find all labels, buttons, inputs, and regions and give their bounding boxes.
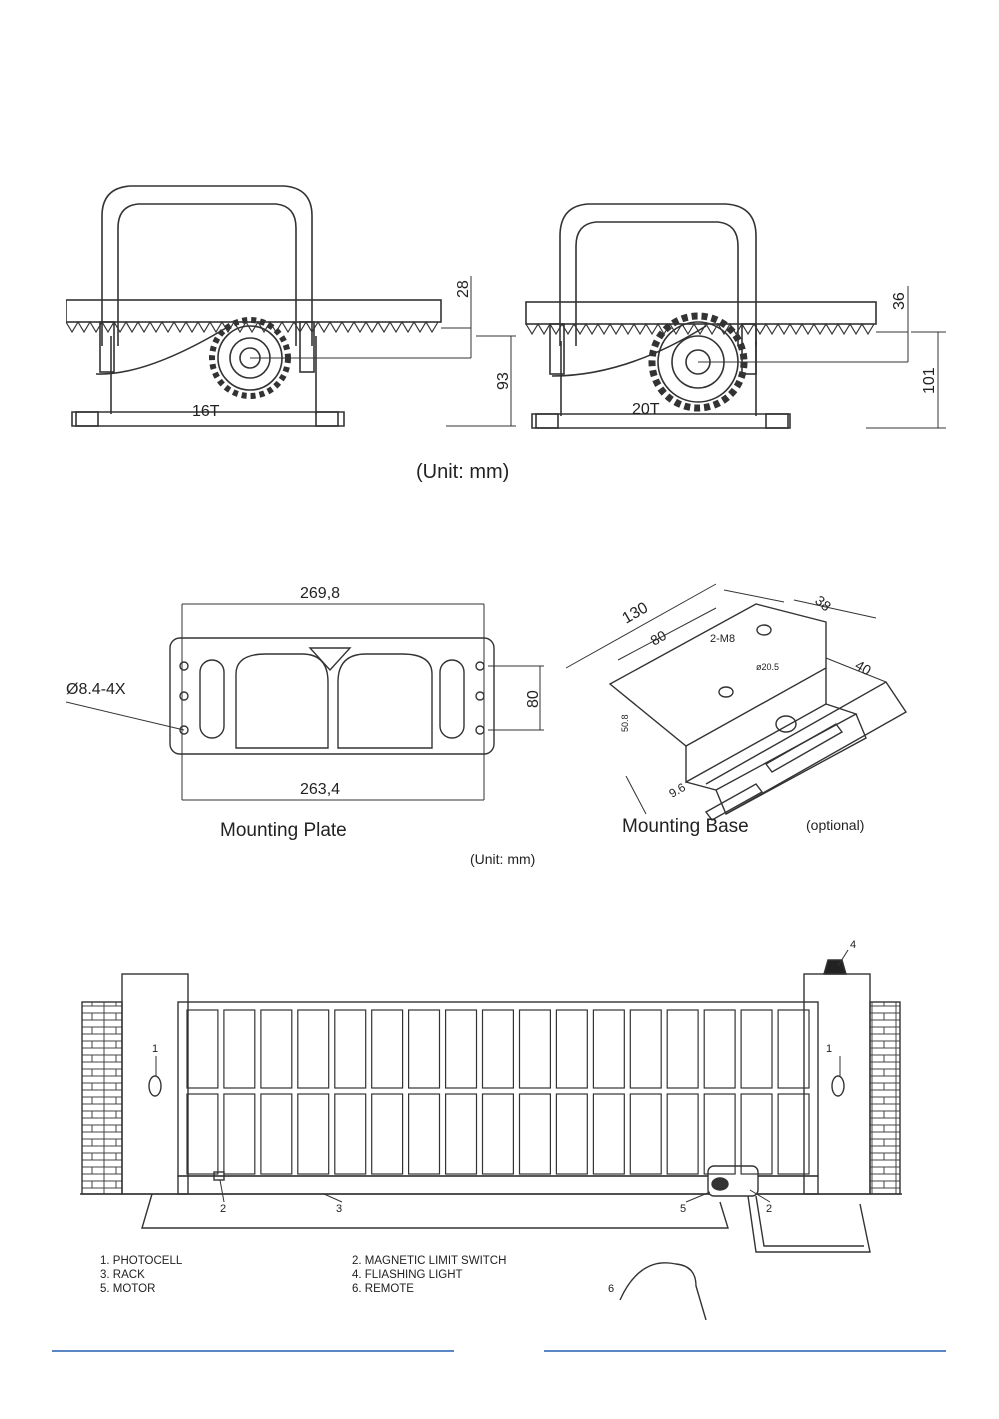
gate-panel <box>520 1094 551 1174</box>
callout-motor: 5 <box>680 1203 686 1215</box>
motor-dimension-panel: 16T 28 93 20T 36 101 (Unit: mm) <box>66 176 946 490</box>
legend-item-3: 3. RACK <box>100 1269 145 1281</box>
gate-panel <box>630 1010 661 1088</box>
gate-panel <box>520 1010 551 1088</box>
plate-holes-label: Ø8.4-4X <box>66 681 126 698</box>
plate-hole-spacing: 80 <box>525 690 542 708</box>
remote-hand-icon <box>620 1263 706 1320</box>
mounting-drawing: 269,8 263,4 80 Ø8.4-4X Mounting Plate 13… <box>66 564 916 874</box>
gate-panel <box>667 1094 698 1174</box>
gate-panel <box>335 1094 366 1174</box>
gate-panel <box>298 1094 329 1174</box>
total-height-93: 93 <box>495 372 512 390</box>
gate-panel <box>261 1094 292 1174</box>
base-width-side: 40 <box>853 657 875 679</box>
legend-item-2: 2. MAGNETIC LIMIT SWITCH <box>352 1255 506 1267</box>
unit-label-1: (Unit: mm) <box>416 461 509 483</box>
photocell-right-icon <box>832 1076 844 1096</box>
total-height-101: 101 <box>921 367 938 394</box>
gate-panel <box>556 1010 587 1088</box>
plate-width-bottom: 263,4 <box>300 781 340 798</box>
flashing-light-icon <box>824 960 846 974</box>
gate-panel <box>741 1094 772 1174</box>
gate-panel <box>593 1094 624 1174</box>
callout-photocell-left: 1 <box>152 1043 158 1055</box>
legend-item-1: 1. PHOTOCELL <box>100 1255 183 1267</box>
callout-rack: 3 <box>336 1203 342 1215</box>
gate-panel <box>446 1094 477 1174</box>
base-hole-dia: ø20.5 <box>756 662 779 672</box>
gate-panels <box>187 1010 809 1174</box>
gate-panel <box>372 1010 403 1088</box>
gate-panel <box>187 1010 218 1088</box>
photocell-left-icon <box>149 1076 161 1096</box>
footer-line-right <box>544 1350 946 1352</box>
legend-item-4: 4. FLIASHING LIGHT <box>352 1269 463 1281</box>
gate-panel <box>483 1094 514 1174</box>
mounting-plate-drawing <box>66 604 544 800</box>
gate-panel <box>630 1094 661 1174</box>
gate-panel <box>187 1094 218 1174</box>
gate-panel <box>409 1010 440 1088</box>
installation-drawing: 4 1 1 2 3 5 2 6 1. PHOTOCELL 2. MAGNETIC… <box>80 936 902 1320</box>
gate-frame <box>178 1002 818 1176</box>
rack-height-28: 28 <box>455 280 472 298</box>
legend-item-5: 5. MOTOR <box>100 1283 155 1295</box>
footer-line-left <box>52 1350 454 1352</box>
gate-panel <box>224 1010 255 1088</box>
mounting-base-drawing <box>566 584 906 820</box>
gate-panel <box>593 1010 624 1088</box>
installation-panel: 4 1 1 2 3 5 2 6 1. PHOTOCELL 2. MAGNETIC… <box>80 936 902 1320</box>
plate-width-top: 269,8 <box>300 585 340 602</box>
base-thickness: 9.6 <box>667 780 689 801</box>
gate-panel <box>741 1010 772 1088</box>
base-height: 50.8 <box>620 714 630 732</box>
gear-20t-label: 20T <box>632 401 660 418</box>
ground-track <box>142 1194 728 1228</box>
base-title: Mounting Base <box>622 816 749 837</box>
callout-remote: 6 <box>608 1283 614 1295</box>
gate-panel <box>298 1010 329 1088</box>
base-bolts: 2-M8 <box>710 633 735 645</box>
right-brick-wall <box>870 1002 900 1194</box>
plate-title: Mounting Plate <box>220 820 347 841</box>
callout-limit-switch-left: 2 <box>220 1203 226 1215</box>
base-width-top: 38 <box>812 592 834 614</box>
gate-panel <box>446 1010 477 1088</box>
mounting-panel: 269,8 263,4 80 Ø8.4-4X Mounting Plate 13… <box>66 564 916 874</box>
unit-label-2: (Unit: mm) <box>470 851 535 867</box>
callout-light: 4 <box>850 939 856 951</box>
gear-16t-label: 16T <box>192 403 220 420</box>
gate-panel <box>335 1010 366 1088</box>
gate-panel <box>483 1010 514 1088</box>
gate-panel <box>224 1094 255 1174</box>
base-inner: 80 <box>648 627 670 649</box>
rack-height-36: 36 <box>891 292 908 310</box>
motor-dimension-drawing: 16T 28 93 20T 36 101 (Unit: mm) <box>66 176 946 490</box>
right-pillar <box>804 974 870 1194</box>
callout-limit-switch-right: 2 <box>766 1203 772 1215</box>
gate-panel <box>409 1094 440 1174</box>
motor-16t-drawing <box>66 186 516 426</box>
base-optional: (optional) <box>806 817 864 833</box>
gate-panel <box>372 1094 403 1174</box>
left-brick-wall <box>82 1002 122 1194</box>
gate-panel <box>667 1010 698 1088</box>
gate-panel <box>556 1094 587 1174</box>
motor-20t-drawing <box>526 204 946 428</box>
legend-item-6: 6. REMOTE <box>352 1283 414 1295</box>
callout-photocell-right: 1 <box>826 1043 832 1055</box>
gate-panel <box>261 1010 292 1088</box>
gate-panel <box>704 1010 735 1088</box>
gate-panel <box>704 1094 735 1174</box>
